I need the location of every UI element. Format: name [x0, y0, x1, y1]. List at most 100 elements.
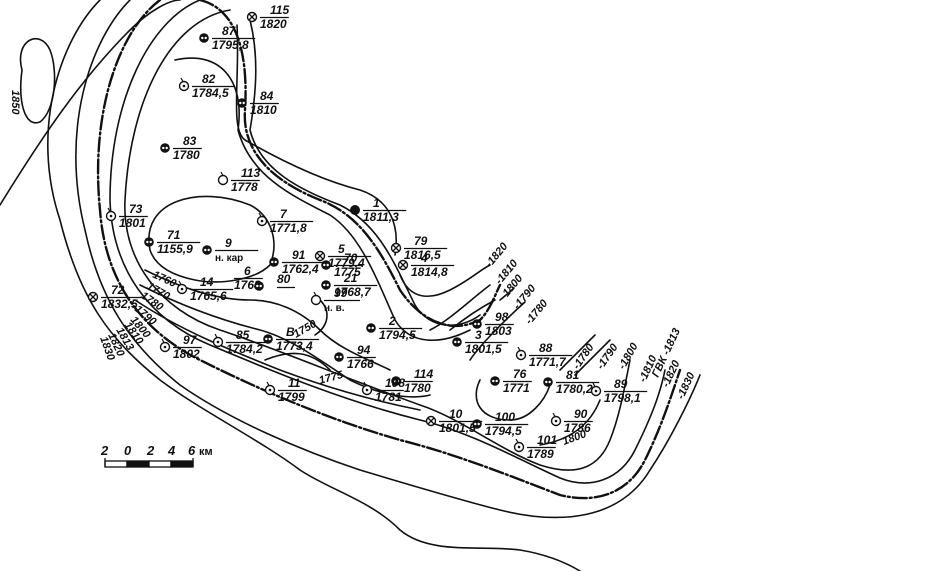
well-value: 1798,1 [604, 391, 641, 405]
contour-inner-1775 [264, 352, 331, 371]
well-number: 10 [449, 407, 463, 421]
scale-bar: 2 0 2 4 6 км [100, 443, 213, 468]
well-number: 91 [292, 248, 306, 262]
well-value: 1775 [334, 265, 361, 279]
well-symbol-dot-circle-icon [256, 212, 268, 227]
well-9: 9н. кар [202, 236, 259, 264]
well-value: 1771,8 [270, 221, 307, 235]
contour-north-inner [174, 57, 471, 341]
well-value: 1794,5 [485, 424, 522, 438]
well-number: 87 [222, 24, 237, 38]
well-number: 85 [236, 328, 250, 342]
well-value: 1803 [485, 324, 512, 338]
well-symbol-double-dot-icon [452, 337, 462, 347]
well-number: 80 [277, 272, 291, 286]
well-symbol-double-dot-icon [334, 352, 344, 362]
well-number: 1 [373, 196, 380, 210]
contour-1820-north [249, 19, 481, 326]
well-value: 1820 [260, 17, 287, 31]
well-value: 1810 [250, 103, 277, 117]
well-value: 1794,5 [379, 328, 416, 342]
well-value: 1780,2 [556, 382, 593, 396]
well-number: 99 [334, 286, 348, 300]
well-symbol-double-dot-icon [321, 280, 331, 290]
well-value: 1832,5 [101, 297, 138, 311]
contour-inner-1770 [144, 269, 391, 371]
contour-inner-1760 [148, 195, 275, 283]
contour-outer-flank [0, 0, 181, 206]
well-value: 1780 [404, 381, 431, 395]
well-number: 11 [288, 376, 301, 390]
well-value: 1780 [173, 148, 200, 162]
well-number: 97 [183, 333, 198, 347]
well-number: 113 [241, 166, 260, 180]
contour-dome-76 [475, 379, 551, 421]
svg-text:1775: 1775 [318, 369, 346, 387]
well-symbol-dot-circle-icon [105, 207, 117, 222]
well-value: 1781 [375, 390, 402, 404]
well-value: 1155,9 [157, 242, 193, 256]
well-value: 1801 [119, 216, 146, 230]
contour-right-1800 [449, 299, 496, 331]
well-symbol-double-dot-icon [391, 376, 401, 386]
well-value: 1771,7 [529, 355, 567, 369]
contour-inner-1750 [314, 299, 328, 336]
well-value: 1778 [231, 180, 258, 194]
contour-se-1790 [574, 339, 611, 376]
well-symbol-double-dot-icon [144, 237, 154, 247]
well-number: 7 [280, 207, 288, 221]
well-symbol-double-dot-icon [254, 281, 264, 291]
well-symbol-dot-circle-icon [178, 77, 190, 92]
well-symbol-dot-circle-icon [159, 338, 171, 353]
svg-text:-1800: -1800 [616, 340, 641, 371]
scale-tick-label: 0 [124, 443, 132, 458]
well-number: 89 [614, 377, 628, 391]
scale-unit: км [199, 446, 213, 458]
well-symbol-crossed-circle-icon [425, 415, 437, 427]
well-99: 99н. в. [310, 286, 360, 314]
well-value: 1765,6 [190, 289, 227, 303]
well-value: 1779,4 [328, 256, 365, 270]
contour-se-1800 [539, 399, 601, 446]
well-value: 1784,5 [192, 86, 229, 100]
well-symbol-dot-circle-icon [550, 412, 562, 427]
well-value: 1801,5 [465, 342, 502, 356]
well-symbol-double-dot-icon [269, 257, 279, 267]
scale-tick-label: 2 [146, 443, 155, 458]
well-number: 9 [225, 236, 232, 250]
contour-right-1780 [469, 301, 526, 361]
well-number: 115 [270, 3, 289, 17]
well-value: 1768,7 [334, 285, 372, 299]
well-symbol-dot-circle-icon [513, 438, 525, 453]
well-value: 1771 [503, 381, 530, 395]
well-symbol-double-dot-icon [490, 376, 500, 386]
well-symbol-double-dot-icon [472, 319, 482, 329]
scale-segment [148, 460, 172, 468]
well-number: 3 [475, 328, 482, 342]
well-symbol-dot-circle-icon [361, 381, 373, 396]
well-value: 1811,3 [363, 210, 399, 224]
well-number: 5 [338, 242, 345, 256]
contour-gwc-1813 [96, 0, 682, 500]
well-number: 70 [344, 251, 358, 265]
well-number: 71 [167, 228, 181, 242]
